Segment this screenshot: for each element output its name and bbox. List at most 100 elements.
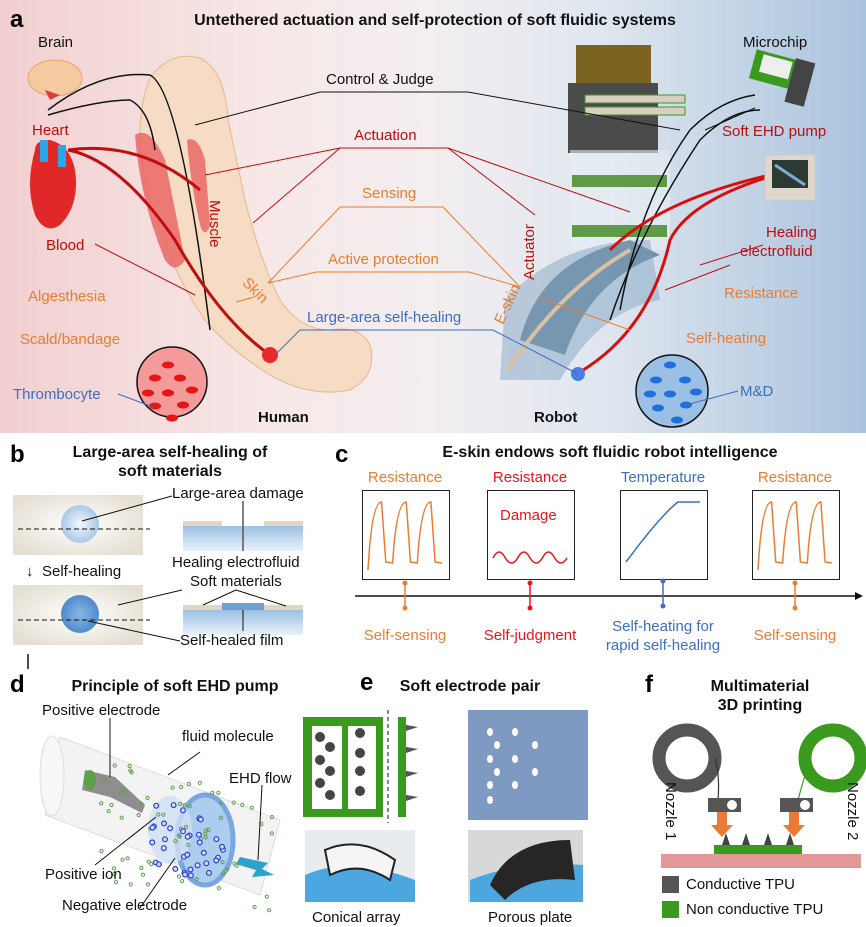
fluid-molecule-dot	[203, 835, 208, 840]
self-healing-arrow-icon: ↓	[26, 563, 34, 580]
positive-ion-dot	[187, 872, 194, 879]
extrusion-arrow-2	[783, 812, 805, 837]
panel-a-title: Untethered actuation and self-protection…	[194, 12, 676, 29]
positive-ion-dot	[184, 833, 191, 840]
label-blood: Blood	[46, 237, 85, 254]
fluid-molecule-dot	[145, 882, 151, 887]
fluid-molecule-dot	[112, 871, 117, 877]
stage-signal-curve	[757, 501, 833, 571]
panel-d-illustration	[39, 718, 281, 913]
panel-e-illustration	[303, 710, 588, 902]
stage-caption: Self-sensing	[363, 627, 447, 644]
positive-ion-dot	[187, 866, 194, 873]
caption-robot: Robot	[534, 409, 578, 426]
printed-part	[714, 845, 802, 854]
label-large-area-damage: Large-area damage	[172, 485, 304, 502]
legend-label-conductive: Conductive TPU	[686, 876, 795, 893]
label-actuator: Actuator	[521, 224, 538, 280]
stage-connector-dot	[527, 605, 533, 611]
fluid-molecule-dot	[136, 812, 141, 818]
fluid-molecule-dot	[128, 882, 133, 887]
fluid-molecule-dot	[109, 802, 114, 808]
ehd-flow-arrow	[236, 857, 274, 877]
label-conical-array: Conical array	[312, 909, 401, 926]
positive-ion-dot	[184, 851, 191, 858]
panel-a-illustration	[27, 45, 816, 428]
positive-ion-dot	[197, 816, 204, 823]
fluid-molecule-dot	[218, 801, 224, 806]
positive-ion-dot	[172, 865, 179, 872]
panel-f-title-line2: 3D printing	[717, 697, 803, 714]
label-soft-materials: Soft materials	[190, 573, 282, 590]
heart-icon	[30, 140, 76, 229]
label-nozzle-1: Nozzle 1	[662, 782, 679, 841]
fluid-molecule-dot	[216, 886, 221, 891]
label-positive-ion: Positive ion	[45, 866, 122, 883]
stage-connector-dot	[527, 580, 533, 586]
fluid-molecule-dot	[182, 803, 187, 808]
thrombocyte-zoom	[136, 346, 208, 418]
legend-label-nonconductive: Non conductive TPU	[686, 901, 824, 918]
label-self-healing: Self-healing	[42, 563, 122, 580]
print-bed	[661, 854, 861, 868]
fluid-molecule-dot	[186, 781, 191, 787]
stage-connector-dot	[792, 605, 798, 611]
panel-b: b Large-area self-healing of soft materi…	[0, 433, 330, 669]
fluid-molecule-dot	[120, 857, 125, 862]
fluid-molecule-dot	[176, 874, 182, 879]
panel-e: e Soft electrode pair Conical array Poro…	[300, 665, 590, 927]
stage-connector-dot	[792, 580, 798, 586]
positive-ion-dot	[219, 843, 226, 850]
panel-f-letter: f	[645, 671, 653, 698]
fluid-molecule-dot	[206, 827, 211, 832]
fluid-molecule-dot	[119, 815, 124, 820]
stage-header: Temperature	[620, 469, 706, 486]
stage-connector-dot	[660, 578, 666, 584]
fluid-molecule-dot	[173, 839, 178, 844]
panel-c-letter: c	[335, 441, 349, 468]
fluid-molecule-dot	[106, 809, 111, 814]
positive-ion-dot	[203, 860, 210, 867]
positive-ion-dot	[170, 802, 177, 809]
fluid-molecule-dot	[140, 872, 146, 877]
stage-signal-curve	[492, 551, 568, 564]
fluid-molecule-dot	[146, 859, 151, 864]
fluid-molecule-dot	[139, 865, 144, 870]
label-algesthesia: Algesthesia	[28, 288, 106, 305]
positive-ion-dot	[153, 802, 160, 809]
fluid-molecule-dot	[269, 831, 274, 836]
positive-ion-dot	[167, 825, 174, 832]
label-ehd-flow: EHD flow	[229, 770, 292, 787]
panel-c: c E-skin endows soft fluidic robot intel…	[330, 433, 866, 665]
label-actuation: Actuation	[354, 127, 417, 144]
fluid-molecule-dot	[225, 867, 230, 872]
stage-signal-box	[620, 490, 708, 580]
fluid-molecule-dot	[186, 842, 191, 847]
fluid-molecule-dot	[221, 871, 226, 876]
label-microchip: Microchip	[743, 34, 808, 51]
robot-pump-block	[576, 45, 651, 83]
label-large-area-self-healing: Large-area self-healing	[307, 309, 462, 326]
porous-plate	[468, 710, 588, 820]
stage-header: Resistance	[492, 469, 568, 486]
fluid-molecule-dot	[269, 815, 275, 820]
positive-ion-dot	[162, 836, 169, 843]
legend-swatch-nonconductive	[662, 901, 679, 918]
fluid-molecule-dot	[179, 784, 184, 790]
positive-ion-dot	[161, 820, 168, 827]
panel-a: a Untethered actuation and self-protecti…	[0, 0, 866, 433]
stage-caption: Self-judgment	[483, 627, 577, 644]
fluid-molecule-dot	[112, 866, 117, 871]
fluid-molecule-dot	[218, 815, 223, 820]
stage-signal-curve	[367, 501, 443, 571]
panel-f-illustration	[652, 723, 866, 918]
positive-ion-dot	[194, 862, 201, 869]
fluid-molecule-dot	[187, 804, 192, 809]
stage-caption: Self-sensing	[753, 627, 837, 644]
stage-header: Resistance	[367, 469, 443, 486]
panel-f-title-line1: Multimaterial	[710, 678, 810, 695]
filament-spool-nonconductive	[798, 723, 866, 793]
fluid-molecule-dot	[125, 856, 130, 861]
label-self-heating: Self-heating	[686, 330, 767, 347]
positive-ion-dot	[149, 824, 156, 831]
